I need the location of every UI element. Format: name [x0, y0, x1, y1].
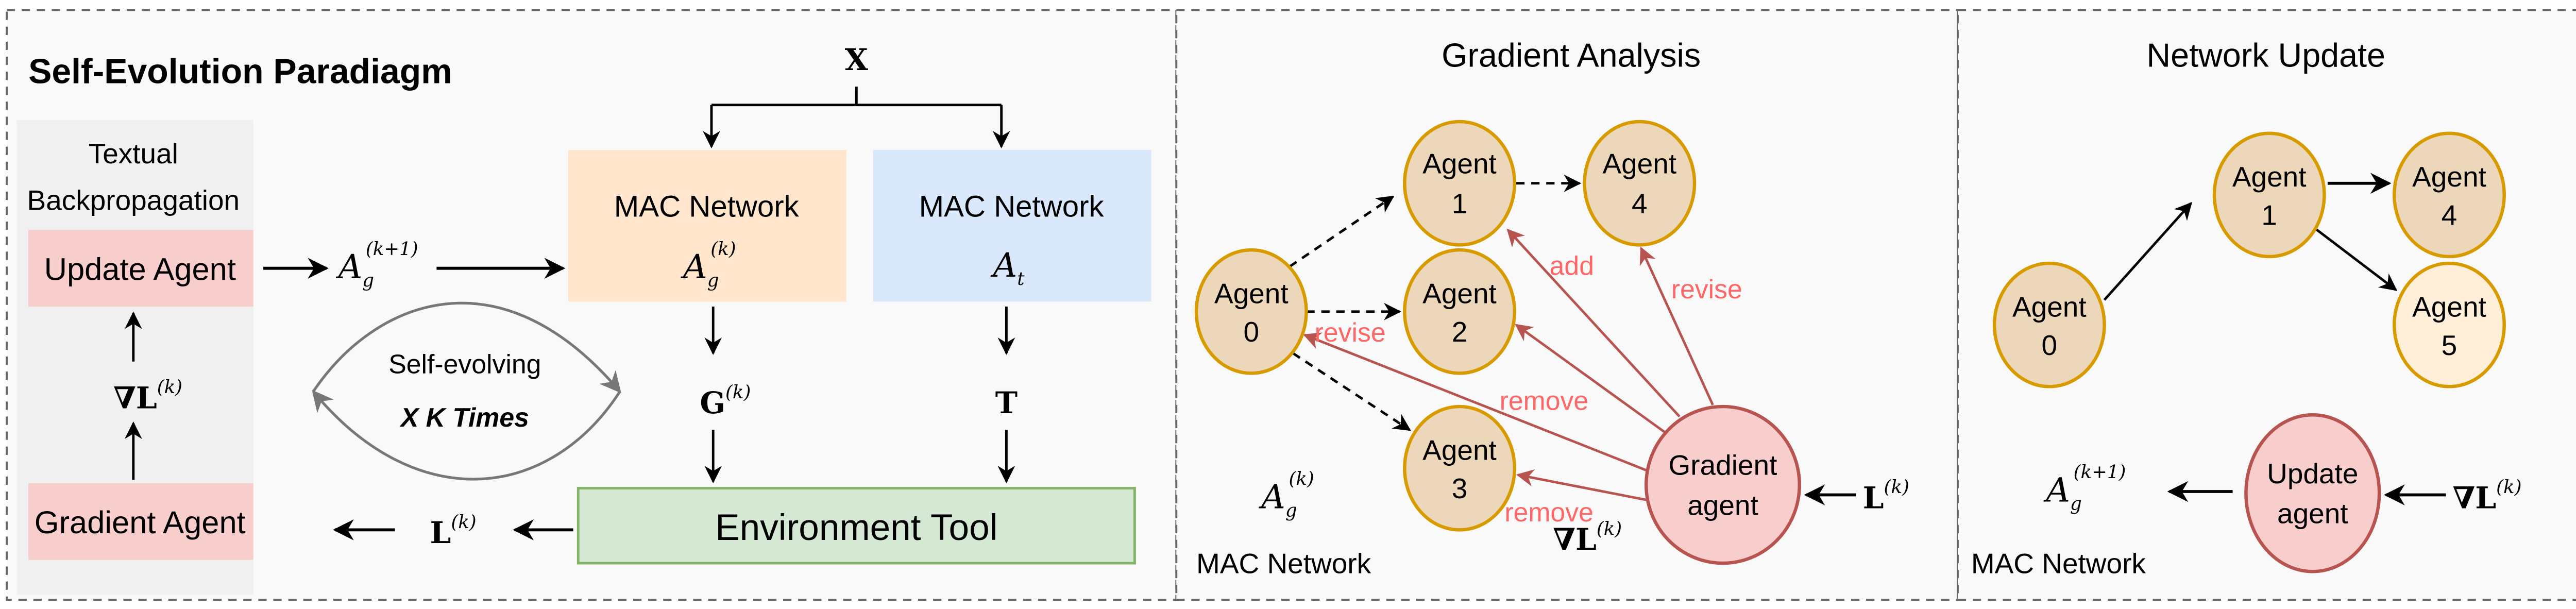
network-symbol-panel3: Ag(k+1) [2043, 462, 2126, 514]
agent-node-label: Agent [1422, 278, 1497, 310]
agent-node-id: 4 [2442, 199, 2458, 231]
loss-symbol: L(k) [430, 512, 476, 550]
agent-node-2: Agent 2 [1403, 248, 1516, 375]
agent-node-label: Agent [1214, 278, 1289, 310]
grad-loss-symbol-panel2: ∇L(k) [1553, 518, 1622, 557]
mac-network-box [568, 150, 846, 302]
input-x: X [845, 42, 869, 77]
gradient-analysis-title: Gradient Analysis [1442, 36, 1701, 74]
gradient-agent-node-label-line2: agent [1687, 489, 1758, 521]
mac-network-label: MAC Network [614, 190, 800, 223]
update-agent-box [28, 230, 253, 307]
agent-node-label: Agent [2232, 161, 2307, 193]
edge-0-to-1 [1289, 195, 1395, 268]
agent-node-label: Agent [2012, 291, 2087, 323]
agent-node-label: Agent [2412, 161, 2486, 193]
textual-backprop-label: Textual [89, 138, 178, 170]
agent-node-id: 0 [1243, 316, 1259, 348]
update-agent-node-label-line2: agent [2277, 497, 2348, 529]
update-agent-label: Update Agent [44, 251, 236, 287]
environment-tool-box [577, 487, 1136, 565]
gradient-agent-label: Gradient Agent [35, 505, 246, 540]
mac-network-label-panel2: MAC Network [1196, 547, 1371, 579]
agent-node-id: 3 [1452, 472, 1468, 504]
grad-loss-symbol-panel3: ∇L(k) [2452, 477, 2521, 515]
agent-node-id: 4 [1632, 188, 1648, 219]
edge-0-to-1-updated [2103, 202, 2192, 301]
target-network-box [873, 150, 1151, 302]
next-network-symbol: Ag(k+1) [336, 239, 418, 291]
edit-label-add: add [1550, 251, 1594, 281]
edit-label-remove-3: remove [1504, 497, 1594, 527]
target-symbol: T [995, 385, 1018, 420]
gradient-agent-box [28, 483, 253, 560]
current-network-symbol: Ag(k) [681, 239, 736, 291]
agent-node-id: 5 [2442, 329, 2458, 361]
agent-node-id: 1 [2261, 199, 2277, 231]
gradient-edge-to-3 [1516, 469, 1647, 501]
textual-backprop-label-line2: Backpropagation [27, 184, 240, 216]
agent-node-0: Agent 0 [1194, 248, 1308, 375]
self-evolving-loop-top [312, 301, 621, 394]
gradient-edge-to-0 [1303, 332, 1650, 473]
agent-node-label: Agent [1422, 434, 1497, 466]
panel-title: Self-Evolution Paradiagm [28, 53, 452, 91]
edge-0-to-3 [1292, 352, 1411, 431]
loop-label: Self-evolving [388, 349, 541, 379]
target-network-label: MAC Network [919, 190, 1105, 223]
agent-node-label: Agent [1602, 147, 1676, 179]
agent-node-id: 1 [1452, 188, 1468, 219]
update-agent-node: Update agent [2244, 413, 2381, 573]
target-network-symbol: At [991, 246, 1025, 290]
environment-tool-label: Environment Tool [715, 508, 997, 548]
gradient-edge-to-1 [1506, 228, 1681, 418]
self-evolving-loop-bottom [312, 390, 621, 481]
gradient-edge-to-2 [1515, 324, 1667, 434]
network-update-title: Network Update [2146, 36, 2385, 74]
gradient-edge-to-4 [1639, 246, 1714, 405]
grad-loss-symbol: ∇L(k) [113, 377, 182, 415]
agent-node-3: Agent 3 [1403, 404, 1516, 532]
updated-agent-node-1: Agent 1 [2212, 131, 2326, 259]
new-agent-node-5: Agent 5 [2393, 261, 2506, 388]
edit-label-remove-2: remove [1500, 386, 1589, 416]
edit-label-revise-0: revise [1315, 317, 1386, 347]
loop-count-label: X K Times [399, 402, 529, 432]
update-agent-node-label: Update [2267, 458, 2358, 489]
generated-symbol: G(k) [700, 382, 751, 420]
gradient-agent-node: Gradient agent [1644, 404, 1801, 565]
edit-label-revise-4: revise [1671, 274, 1742, 304]
input-split-connector [711, 87, 1002, 107]
gradient-agent-node-label: Gradient [1669, 449, 1777, 481]
agent-node-label: Agent [2412, 291, 2486, 323]
edge-1-to-5-updated [2312, 225, 2398, 291]
loss-symbol-panel2: L(k) [1863, 477, 1909, 515]
updated-agent-node-4: Agent 4 [2393, 131, 2506, 259]
agent-node-4: Agent 4 [1583, 120, 1697, 247]
updated-agent-node-0: Agent 0 [1992, 261, 2106, 388]
agent-node-label: Agent [1422, 147, 1497, 179]
network-symbol-panel2: Ag(k) [1259, 468, 1314, 521]
agent-node-id: 2 [1452, 316, 1468, 348]
agent-node-id: 0 [2042, 329, 2058, 361]
agent-node-1: Agent 1 [1403, 120, 1516, 247]
mac-network-label-panel3: MAC Network [1971, 547, 2146, 579]
